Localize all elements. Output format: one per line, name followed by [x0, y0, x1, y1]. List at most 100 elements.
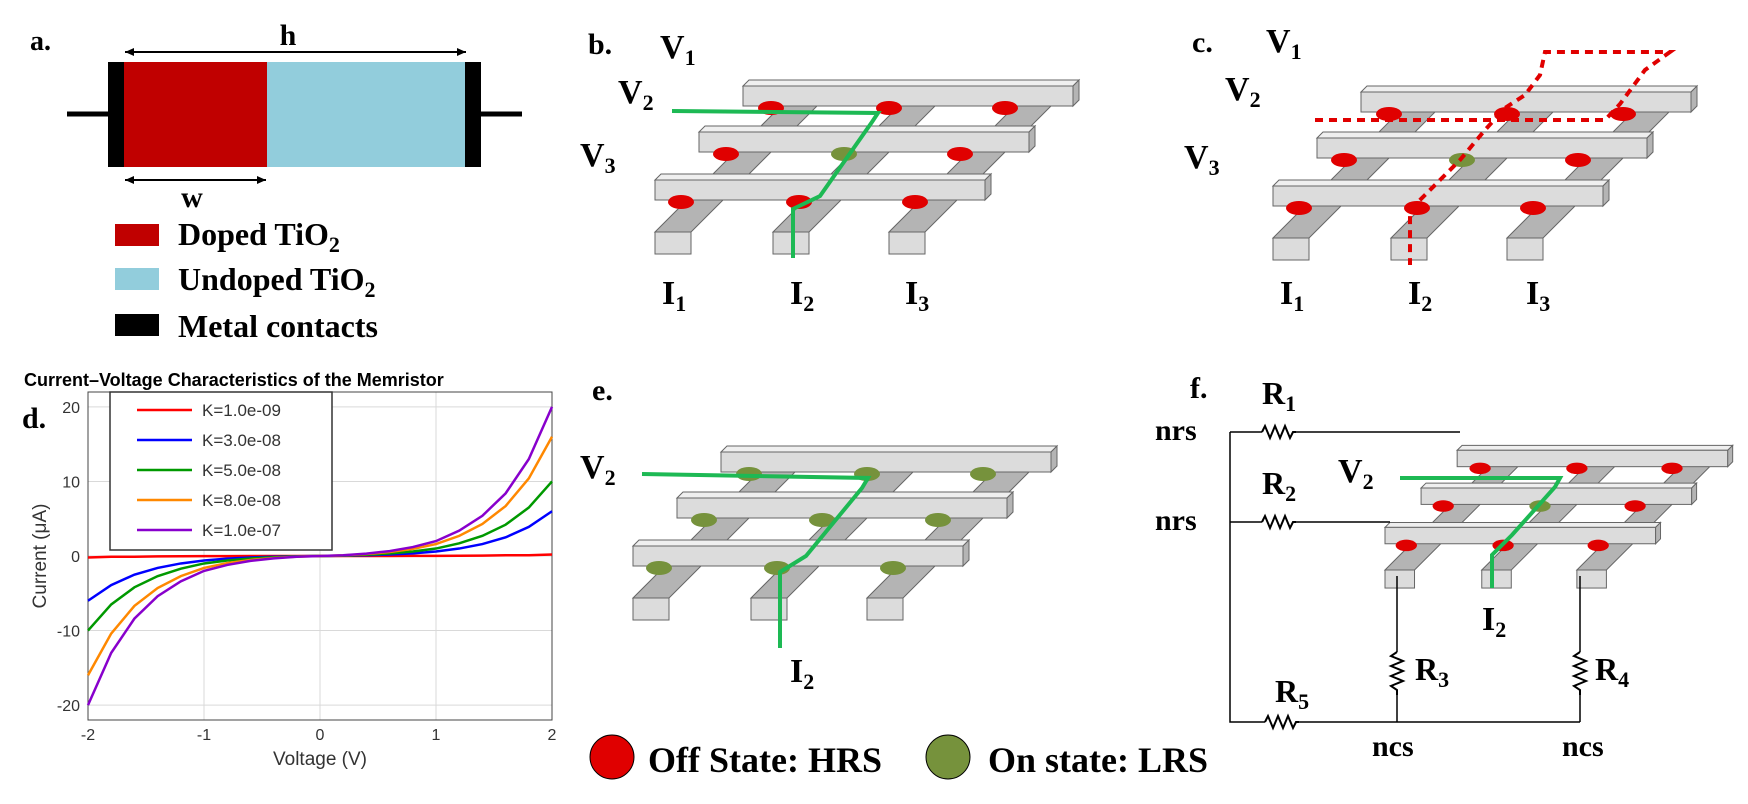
circuit-wires — [1229, 431, 1581, 723]
h-label: h — [280, 19, 297, 52]
e-col-label: I2 — [790, 653, 814, 694]
b-col-label-2: I2 — [790, 275, 814, 316]
panel-d-label: d. — [22, 402, 46, 435]
legend-label-undoped: Undoped TiO2 — [178, 261, 375, 302]
off-state-label: Off State: HRS — [648, 740, 882, 780]
undoped-region — [267, 62, 465, 167]
ncs-label-1: ncs — [1372, 730, 1414, 763]
memristor-cell-r1c3 — [970, 467, 996, 481]
column-bar-end-1 — [654, 231, 692, 255]
row-bar-top-2 — [1315, 131, 1655, 139]
r3-label: R3 — [1415, 651, 1449, 692]
row-bar-1 — [1360, 91, 1692, 113]
panel-f: f. R1 R2 R3 R4 R5 nrs nrs nc — [1155, 372, 1734, 763]
r1-label: R1 — [1262, 375, 1296, 416]
nrs-label-2: nrs — [1155, 504, 1197, 537]
panel-b: b. V1 V2 V3 I1 I2 I3 — [580, 28, 1081, 316]
c-row-label-1: V1 — [1266, 23, 1302, 64]
memristor-cell-r3c3 — [1587, 539, 1609, 552]
x-tick-label: 2 — [548, 727, 557, 744]
panel-e: e. V2 I2 — [580, 374, 1059, 694]
left-contact — [108, 62, 124, 167]
y-tick-label: 20 — [62, 400, 80, 417]
row-bar-side-2 — [1028, 124, 1036, 154]
column-bar-end-3 — [866, 597, 904, 621]
resistor-r2 — [1261, 513, 1296, 531]
column-bar-end-3 — [1506, 237, 1544, 261]
off-state-swatch — [589, 734, 635, 780]
row-bar-2 — [1420, 487, 1693, 505]
row-bar-2 — [1316, 137, 1648, 159]
legend-entry: K=1.0e-07 — [202, 521, 281, 540]
memristor-cell-r3c1 — [1286, 201, 1312, 215]
series-line — [86, 406, 554, 706]
row-bar-side-1 — [1690, 84, 1698, 114]
column-bar-end-2 — [1481, 569, 1512, 589]
panel-a: a. h w Doped TiO2 Undoped TiO2 Metal con… — [30, 19, 522, 344]
memristor-cell-r3c3 — [1520, 201, 1546, 215]
memristor-cell-r2c3 — [1624, 500, 1646, 512]
legend-entry: K=3.0e-08 — [202, 431, 281, 450]
b-col-label-1: I1 — [662, 275, 686, 316]
memristor-cell-r3c1 — [668, 195, 694, 209]
b-col-label-3: I3 — [905, 275, 929, 316]
panel-d: Current–Voltage Characteristics of the M… — [22, 370, 557, 770]
legend-swatch-undoped — [115, 268, 159, 290]
memristor-cell-r2c1 — [691, 513, 717, 527]
column-bar-end-3 — [1576, 569, 1607, 589]
row-bar-top-3 — [631, 539, 971, 547]
row-bar-side-1 — [1727, 444, 1734, 468]
memristor-cell-r3c1 — [646, 561, 672, 575]
memristor-cell-r2c1 — [1331, 153, 1357, 167]
row-bar-top-1 — [741, 79, 1081, 87]
memristor-cell-r1c2 — [1494, 107, 1520, 121]
row-bar-1 — [742, 85, 1074, 107]
memristor-cell-r2c3 — [947, 147, 973, 161]
column-bar-end-1 — [1272, 237, 1310, 261]
c-col-label-2: I2 — [1408, 275, 1432, 316]
on-state-swatch — [925, 734, 971, 780]
memristor-cell-r3c2 — [1404, 201, 1430, 215]
y-tick-label: -20 — [57, 698, 80, 715]
row-bar-top-1 — [719, 445, 1059, 453]
r4-label: R4 — [1595, 651, 1629, 692]
row-bar-side-3 — [984, 172, 992, 202]
memristor-cell-r1c2 — [876, 101, 902, 115]
memristor-cell-r1c2 — [1566, 462, 1588, 475]
row-bar-top-2 — [675, 491, 1015, 499]
legend-label-doped: Doped TiO2 — [178, 216, 340, 257]
row-bar-side-3 — [1655, 521, 1662, 545]
on-state-label: On state: LRS — [988, 740, 1208, 780]
row-bar-side-3 — [962, 538, 970, 568]
memristor-cell-r2c3 — [1565, 153, 1591, 167]
row-bar-3 — [1272, 185, 1604, 207]
panel-c: c. V1 V2 V3 I1 I2 I3 — [1184, 23, 1699, 316]
panel-b-label: b. — [588, 28, 612, 61]
x-tick-label: -2 — [81, 727, 95, 744]
column-bar-end-1 — [632, 597, 670, 621]
right-contact — [465, 62, 481, 167]
chart-title: Current–Voltage Characteristics of the M… — [24, 370, 444, 390]
memristor-cell-r2c3 — [925, 513, 951, 527]
b-row-label-1: V1 — [660, 29, 696, 70]
panel-f-label: f. — [1190, 372, 1208, 405]
memristor-cell-r2c1 — [1432, 500, 1454, 512]
selected-path-e — [641, 472, 872, 648]
row-bar-top-1 — [1455, 444, 1734, 451]
panel-c-label: c. — [1192, 26, 1213, 59]
panel-e-label: e. — [592, 374, 613, 407]
f-row-label: V2 — [1338, 453, 1374, 494]
resistor-r4 — [1571, 651, 1589, 695]
selected-path-b — [671, 109, 882, 258]
b-row-label-2: V2 — [618, 74, 654, 115]
x-axis-label: Voltage (V) — [273, 749, 367, 770]
memristor-cell-r3c1 — [1395, 539, 1417, 552]
x-tick-label: -1 — [197, 727, 211, 744]
legend-swatch-doped — [115, 224, 159, 246]
row-bar-side-1 — [1072, 78, 1080, 108]
memristor-cell-r2c2 — [809, 513, 835, 527]
memristor-cell-r1c3 — [1661, 462, 1683, 475]
crossbar-b — [653, 78, 1081, 255]
c-row-label-3: V3 — [1184, 139, 1220, 180]
row-bar-side-3 — [1602, 178, 1610, 208]
